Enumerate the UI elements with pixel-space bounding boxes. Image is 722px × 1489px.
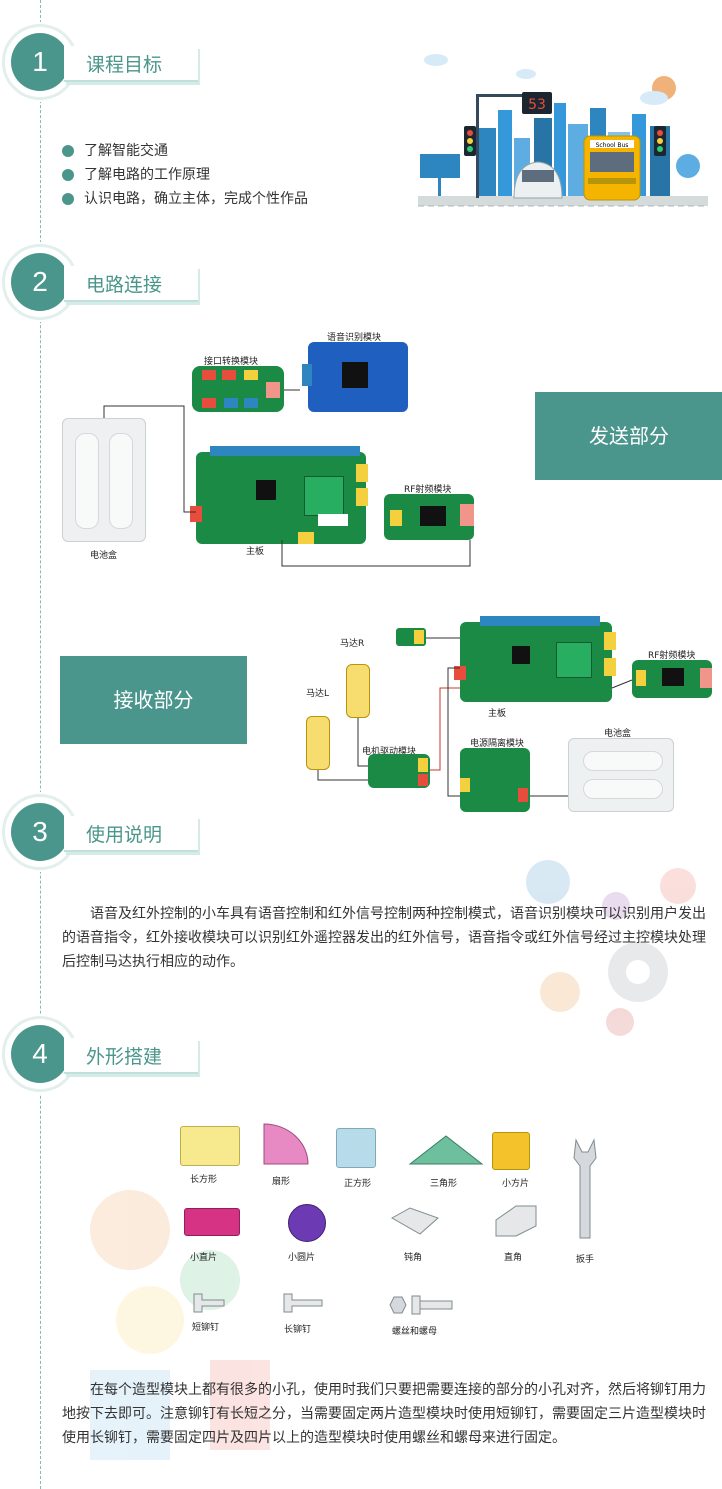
rf-module-receive: [632, 660, 712, 698]
list-item: 了解电路的工作原理: [62, 164, 308, 188]
motor-driver-label: 电机驱动模块: [362, 747, 417, 757]
square-piece: [336, 1128, 376, 1168]
shape-label: 小圆片: [288, 1253, 316, 1263]
send-section-box: 发送部分: [535, 392, 722, 480]
power-isolation-module: [460, 748, 530, 812]
section-title-tab: 使用说明: [64, 816, 198, 852]
shape-label: 钝角: [404, 1253, 423, 1263]
rf-module: [384, 494, 474, 540]
screw-and-nut-piece: [389, 1295, 453, 1315]
power-isolation-label: 电源隔离模块: [470, 739, 525, 749]
section-title-tab: 外形搭建: [64, 1038, 198, 1074]
fan-piece: [263, 1123, 309, 1165]
battery-box: [62, 418, 146, 542]
shape-label: 扳手: [576, 1255, 595, 1265]
shape-label: 扇形: [272, 1177, 291, 1187]
timeline-dashed-line: [40, 0, 41, 1489]
countdown-display: 53: [528, 97, 546, 113]
section-3-header: 3 使用说明: [2, 794, 202, 874]
shape-label: 小直片: [190, 1253, 218, 1263]
interface-module: [192, 366, 284, 412]
usage-paragraph: 语音及红外控制的小车具有语音控制和红外信号控制两种控制模式，语音识别模块可以识别…: [62, 906, 706, 970]
section-number-badge: 3: [2, 794, 78, 870]
section-title: 电路连接: [86, 274, 163, 296]
section-title-tab: 电路连接: [64, 266, 198, 302]
shape-label: 长铆钉: [284, 1325, 312, 1335]
interface-module-label: 接口转换模块: [204, 357, 259, 367]
short-rivet-piece: [193, 1293, 225, 1313]
section-2-header: 2 电路连接: [2, 244, 202, 324]
rf-module-label: RF射频模块: [404, 485, 452, 495]
mainboard-receive-label: 主板: [488, 709, 507, 719]
mainboard-receive: [454, 616, 616, 702]
battery-box-receive: [568, 738, 674, 812]
triangle-piece: [408, 1135, 484, 1165]
rf-module-receive-label: RF射频模块: [648, 651, 696, 661]
motor-l-label: 马达L: [306, 689, 330, 699]
decorative-flower-icon: [90, 1190, 270, 1460]
voice-module-label: 语音识别模块: [327, 333, 382, 343]
shape-label: 短铆钉: [192, 1323, 220, 1333]
section-title: 使用说明: [86, 824, 163, 846]
goals-list: 了解智能交通 了解电路的工作原理 认识电路，确立主体，完成个性作品: [62, 140, 308, 212]
section-1-header: 1 课程目标: [2, 24, 202, 104]
long-rivet-piece: [283, 1293, 323, 1313]
shape-label: 三角形: [430, 1179, 458, 1189]
section-title-tab: 课程目标: [64, 46, 198, 82]
section-title: 课程目标: [86, 54, 163, 76]
wrench-piece: [573, 1138, 597, 1239]
battery-label: 电池盒: [90, 551, 118, 561]
bus-sign: School Bus: [596, 142, 629, 149]
send-wiring: [103, 389, 471, 567]
motor-r: [346, 664, 370, 718]
section-number-badge: 1: [2, 24, 78, 100]
shape-label: 小方片: [502, 1179, 530, 1189]
voice-module: [302, 342, 408, 412]
battery-receive-label: 电池盒: [604, 729, 632, 739]
smart-traffic-illustration: 53 School Bus: [418, 54, 708, 207]
list-item: 认识电路，确立主体，完成个性作品: [62, 188, 308, 212]
mainboard: [190, 446, 368, 544]
section-4-header: 4 外形搭建: [2, 1016, 202, 1096]
rectangle-piece: [180, 1126, 240, 1166]
obtuse-angle-piece: [390, 1207, 439, 1235]
ir-sensor: [396, 628, 426, 646]
build-paragraph: 在每个造型模块上都有很多的小孔，使用时我们只要把需要连接的部分的小孔对齐，然后将…: [62, 1382, 706, 1446]
motor-l: [306, 716, 330, 770]
right-angle-piece: [495, 1205, 537, 1237]
receive-wiring: [317, 637, 633, 797]
shape-label: 正方形: [344, 1179, 372, 1189]
mainboard-label: 主板: [246, 547, 265, 557]
shape-label: 长方形: [190, 1175, 218, 1185]
section-title: 外形搭建: [86, 1046, 163, 1068]
receive-section-box: 接收部分: [60, 656, 247, 744]
small-square-piece: [492, 1132, 530, 1170]
motor-r-label: 马达R: [340, 639, 365, 649]
shape-label: 直角: [504, 1253, 523, 1263]
shape-label: 螺丝和螺母: [392, 1327, 438, 1337]
list-item: 了解智能交通: [62, 140, 308, 164]
decorative-gears-icon: [526, 860, 696, 1036]
small-strip-piece: [184, 1208, 240, 1236]
motor-driver-module: [368, 754, 430, 788]
small-disc-piece: [288, 1204, 326, 1242]
